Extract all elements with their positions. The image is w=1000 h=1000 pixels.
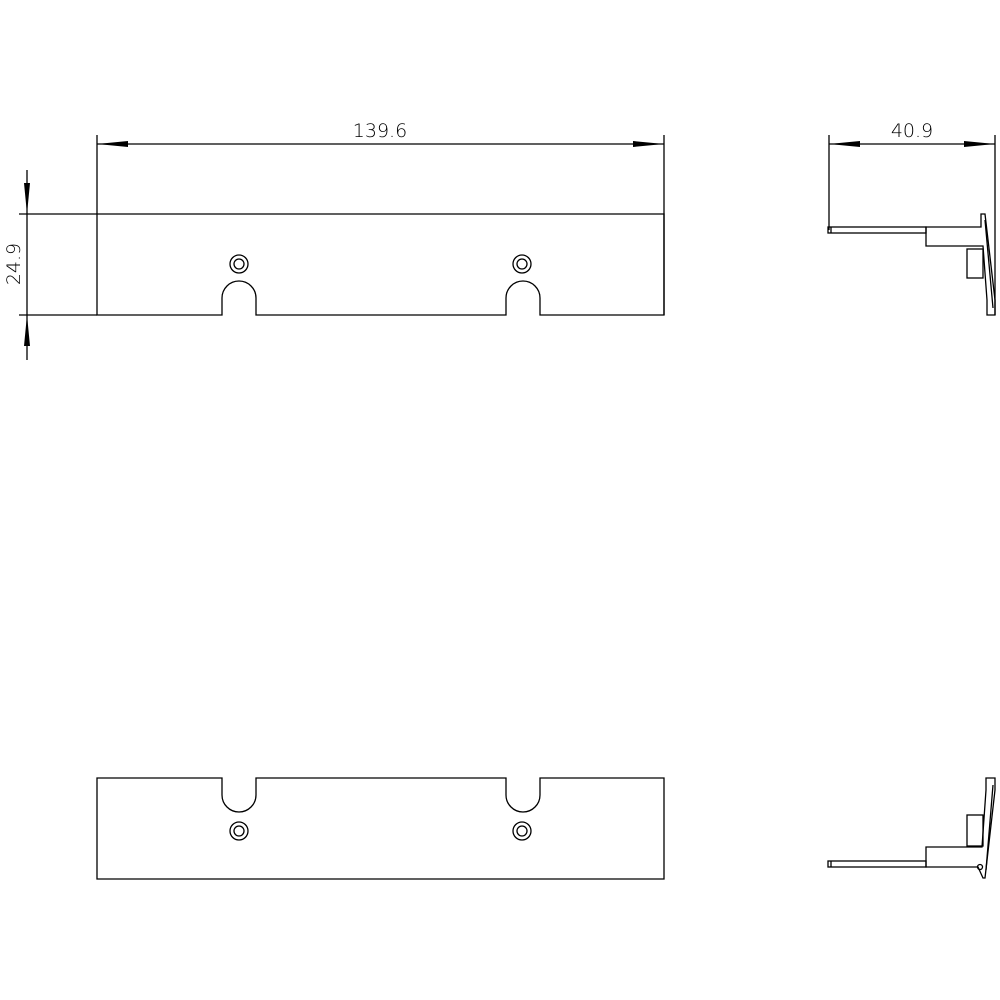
mounting-hole (512, 254, 532, 274)
mounting-hole (512, 821, 532, 841)
side-view-bottom (827, 777, 996, 879)
mounting-hole (229, 821, 249, 841)
front-view-top (96, 213, 665, 316)
dimension-height: 24.9 (3, 170, 97, 360)
dimension-depth: 40.9 (828, 120, 996, 315)
dimension-depth-label: 40.9 (891, 120, 933, 142)
mounting-hole (229, 254, 249, 274)
front-view-bottom (96, 777, 665, 880)
dimension-height-label: 24.9 (3, 243, 25, 285)
dimension-width: 139.6 (96, 120, 665, 315)
dimension-width-label: 139.6 (353, 120, 407, 142)
side-view-top (827, 213, 996, 316)
